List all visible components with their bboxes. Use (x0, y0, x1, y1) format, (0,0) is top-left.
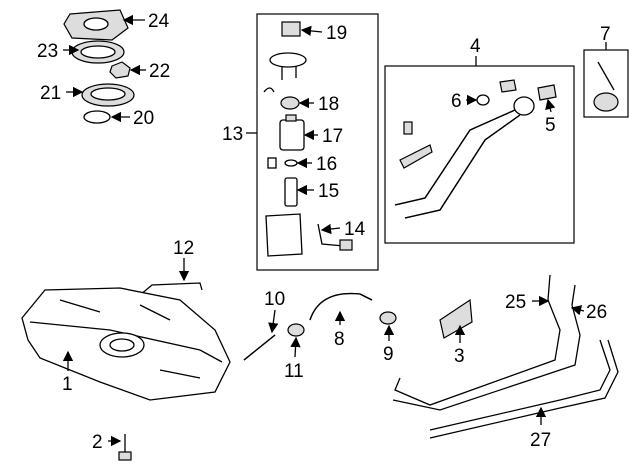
filler-neck-group-box (384, 65, 575, 244)
part-27-strap-inner (429, 339, 619, 439)
part-18-clamp (280, 96, 300, 110)
callout-6: 6 (451, 91, 462, 112)
callout-20: 20 (133, 108, 154, 129)
callout-27: 27 (530, 430, 551, 451)
callout-1: 1 (62, 374, 73, 395)
part-16-o-ring (284, 159, 298, 167)
part-27-strap (429, 339, 611, 431)
callout-11: 11 (284, 361, 304, 382)
callout-13: 13 (222, 124, 243, 145)
callout-21: 21 (40, 83, 61, 104)
callout-5: 5 (545, 115, 556, 136)
part-5-bracket (537, 84, 557, 101)
part-21-retainer-ring (81, 83, 135, 107)
part-6-grommet (476, 94, 490, 106)
part-4-filler-neck (394, 96, 535, 219)
part-3-bracket (439, 298, 473, 339)
callout-17: 17 (322, 126, 343, 147)
callout-8: 8 (334, 329, 345, 350)
callout-4: 4 (470, 36, 481, 57)
part-8-hose (309, 292, 373, 321)
callout-14: 14 (344, 219, 366, 240)
callout-19: 19 (326, 23, 347, 44)
part-17-filter (279, 114, 305, 151)
callout-25: 25 (505, 292, 526, 313)
hose-clip (263, 87, 275, 93)
callout-10: 10 (264, 289, 285, 310)
leader-arrows (62, 14, 585, 447)
part-15-fuel-pump (284, 177, 298, 207)
part-22-nut (109, 61, 131, 79)
part-12-vent-hose (139, 282, 203, 296)
callout-24: 24 (148, 11, 170, 32)
callout-15: 15 (318, 181, 339, 202)
part-25-26-fuel-lines (392, 274, 581, 411)
callout-18: 18 (318, 94, 339, 115)
callout-26: 26 (586, 302, 607, 323)
part-11-clamp (287, 323, 305, 337)
part-20-o-ring (83, 110, 111, 124)
part-23-seal (71, 40, 125, 64)
callout-22: 22 (149, 61, 170, 82)
callout-3: 3 (454, 346, 465, 367)
part-1-fuel-tank (21, 287, 231, 401)
part-19-connector (281, 21, 301, 37)
clip (499, 79, 517, 93)
small-plug (267, 157, 277, 169)
part-9-clamp (379, 311, 397, 325)
fuel-pump-group-box (256, 13, 379, 271)
part-7-fuel-cap (593, 61, 619, 112)
part-24-cover-plate (63, 9, 129, 41)
part-2-bolt (118, 434, 132, 461)
callout-16: 16 (316, 154, 337, 175)
callout-2: 2 (92, 432, 103, 453)
callout-12: 12 (173, 238, 194, 259)
callout-9: 9 (383, 344, 394, 365)
part-14-sender (265, 213, 353, 257)
callout-23: 23 (37, 41, 58, 62)
pump-top-flange (269, 52, 307, 80)
callout-7: 7 (600, 24, 611, 45)
